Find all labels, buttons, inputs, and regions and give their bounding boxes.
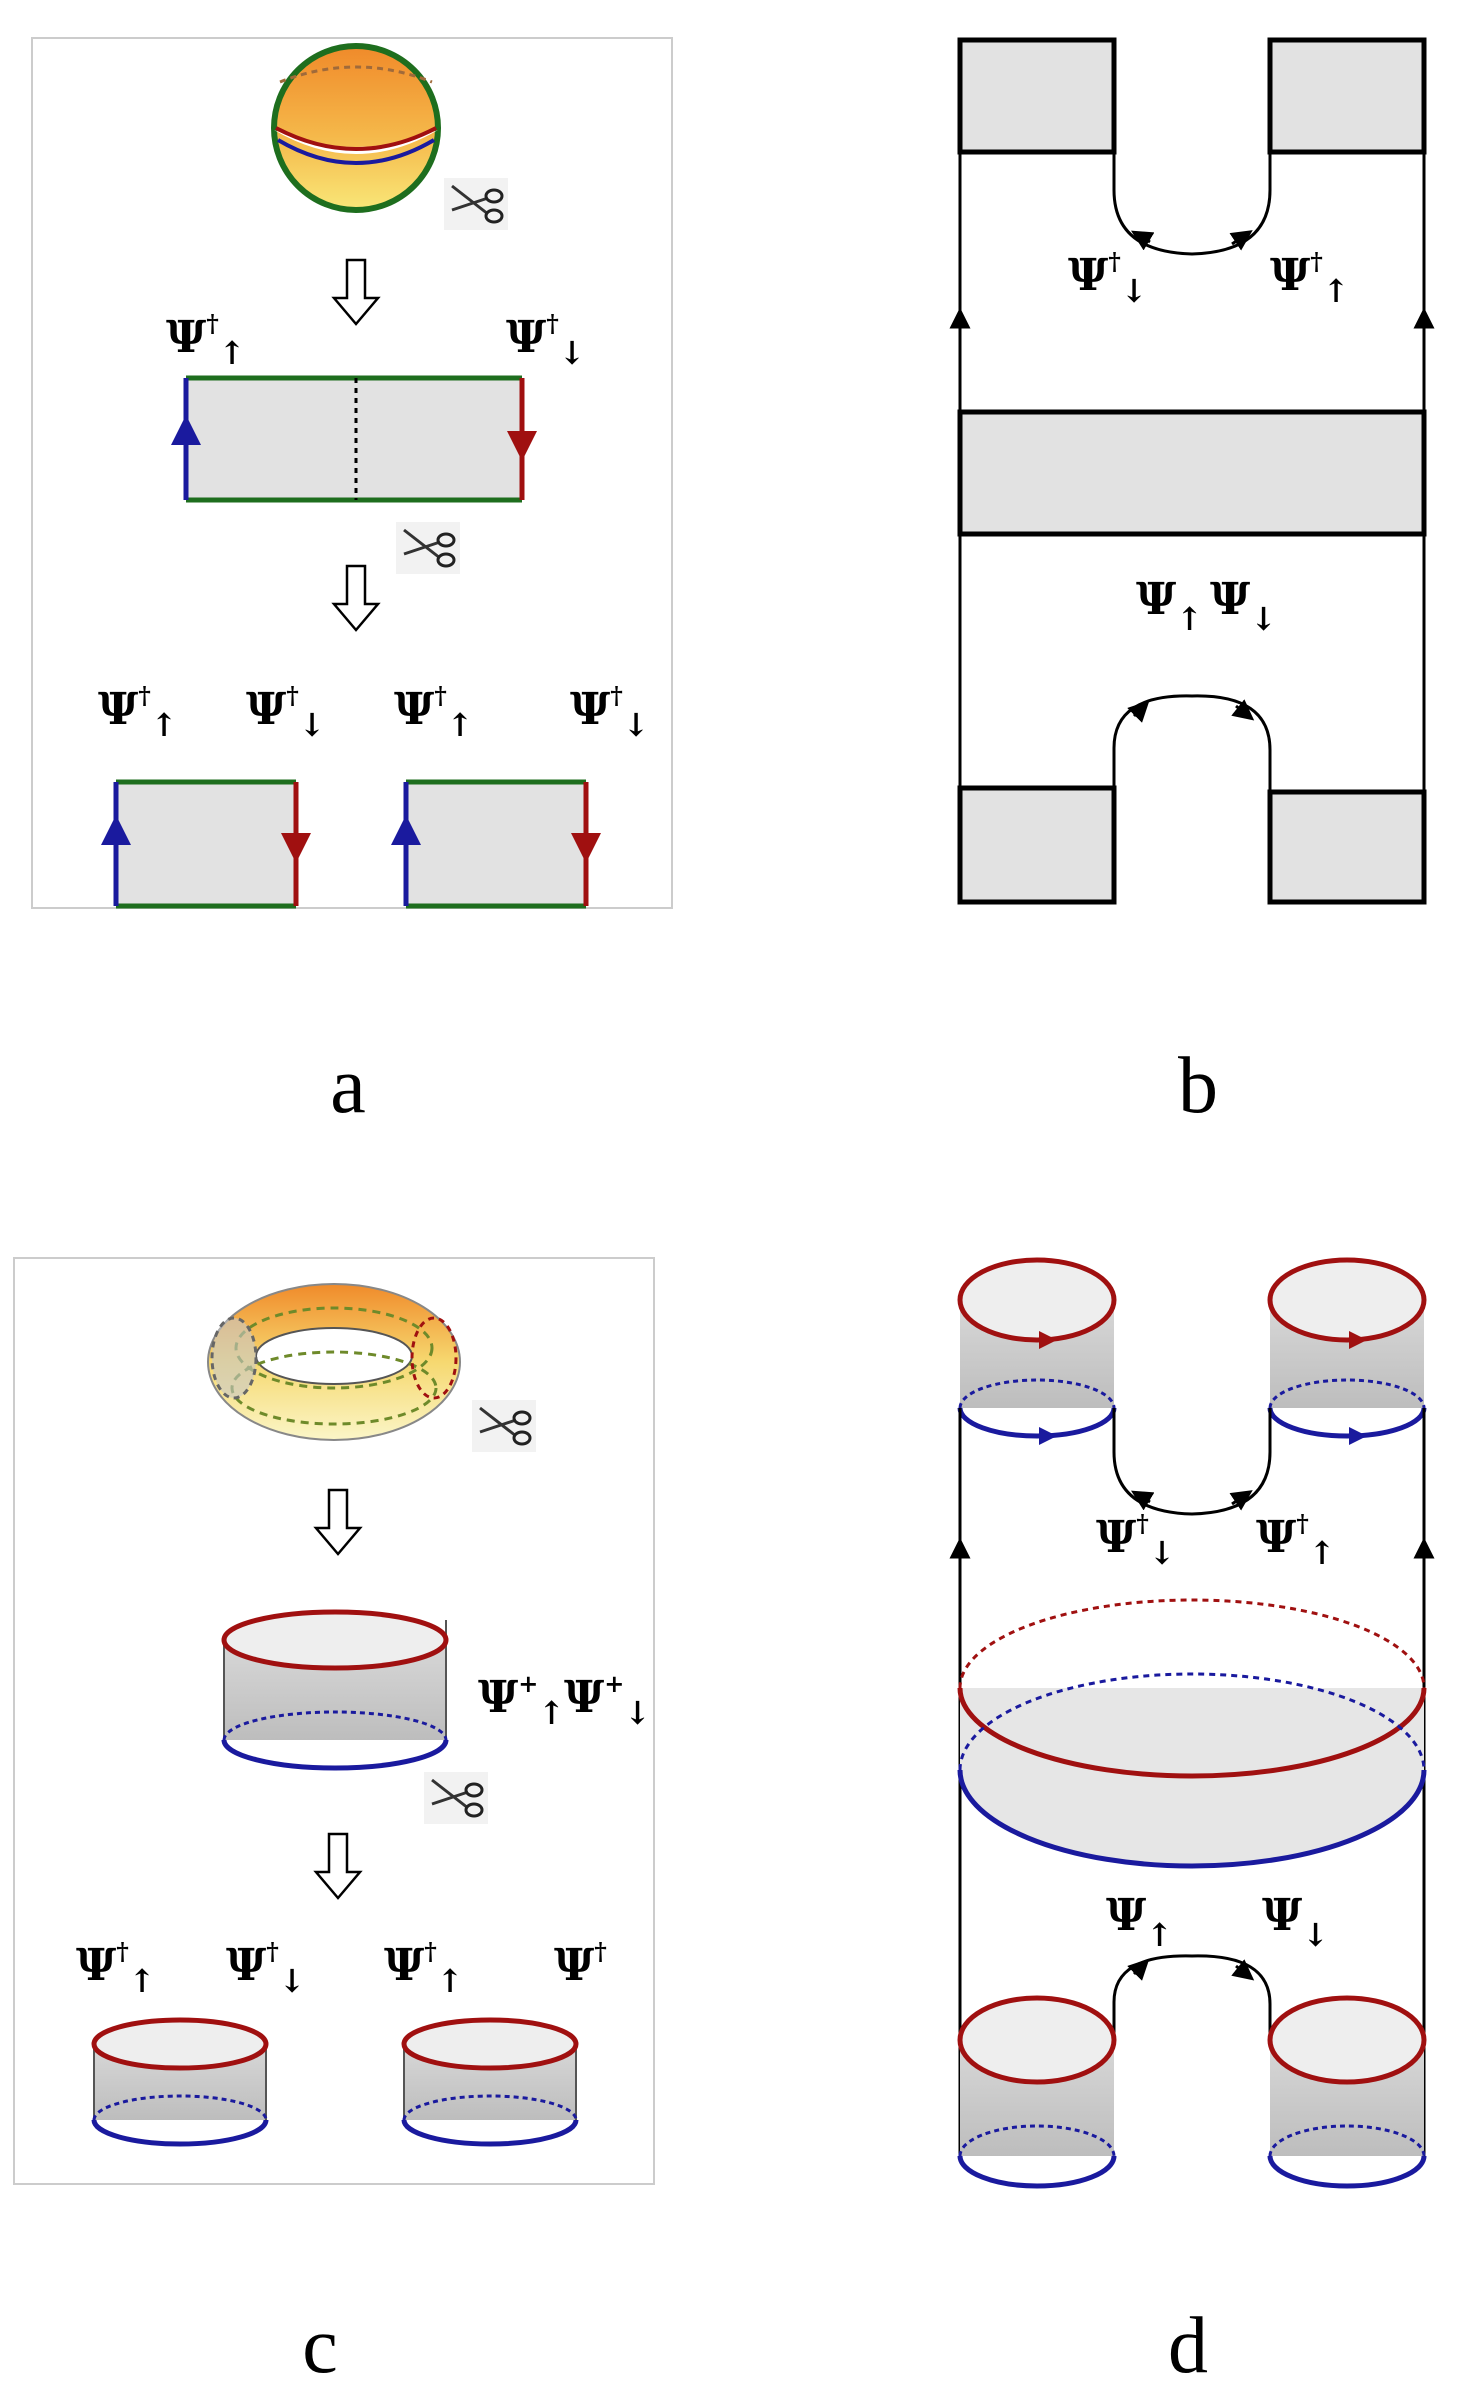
strip-piece-left <box>101 779 311 909</box>
label-psi: Ψ†↑ <box>98 681 178 744</box>
label-psi: Ψ† <box>554 1937 607 1991</box>
block-bottom-right <box>1267 789 1427 905</box>
label-psi: Ψ†↓ <box>1068 247 1148 310</box>
panel-letter-b: b <box>1178 1042 1218 1130</box>
panel-letter-c: c <box>302 2302 338 2390</box>
block-bottom-left <box>957 785 1117 905</box>
label-psi: Ψ†↑ <box>166 309 246 372</box>
panel-letter-d: d <box>1168 2302 1208 2390</box>
sphere <box>271 43 441 213</box>
label-psi: Ψ†↓ <box>1096 1509 1176 1572</box>
label-psi: Ψ+↑ <box>478 1669 565 1732</box>
label-psi: Ψ†↑ <box>394 681 474 744</box>
label-psi: Ψ†↓ <box>226 1937 306 2000</box>
label-psi: Ψ+↓ <box>564 1669 651 1732</box>
label-psi: Ψ↑ <box>1106 1890 1173 1954</box>
block-middle <box>957 409 1427 537</box>
cylinder-piece-right <box>401 2017 579 2147</box>
block-top-right <box>1267 37 1427 155</box>
panel-c: Ψ+↑ Ψ+↓ Ψ†↑ Ψ†↓ Ψ†↑ Ψ† c <box>13 1257 655 2390</box>
label-psi: Ψ↑ <box>1136 574 1203 638</box>
label-psi: Ψ†↓ <box>246 681 326 744</box>
panel-letter-a: a <box>330 1042 366 1130</box>
scissors-icon <box>470 1398 538 1454</box>
cylinder-bottom-right <box>1267 1995 1427 2189</box>
cylinder-bottom-left <box>957 1995 1117 2189</box>
panel-a: Ψ†↑ Ψ†↓ Ψ†↑ Ψ†↓ Ψ†↑ Ψ†↓ a <box>31 37 673 1130</box>
torus <box>207 1283 461 1441</box>
label-psi: Ψ†↑ <box>1256 1509 1336 1572</box>
label-psi: Ψ†↓ <box>570 681 650 744</box>
label-psi: Ψ↓ <box>1262 1890 1329 1954</box>
scissors-icon <box>442 176 510 232</box>
cylinder-top-right <box>1267 1257 1427 1445</box>
cylinder-middle <box>957 1598 1427 1869</box>
panel-b: Ψ†↓ Ψ†↑ Ψ↑ Ψ↓ b <box>949 37 1435 1130</box>
scissors-icon <box>394 520 462 576</box>
label-psi: Ψ†↓ <box>506 309 586 372</box>
strip-piece-right <box>391 779 601 909</box>
cylinder <box>221 1609 449 1771</box>
strip <box>171 375 537 503</box>
label-psi: Ψ†↑ <box>1270 247 1350 310</box>
cylinder-top-left <box>957 1257 1117 1445</box>
block-top-left <box>957 37 1117 155</box>
label-psi: Ψ↓ <box>1210 574 1277 638</box>
cylinder-piece-left <box>91 2017 269 2147</box>
label-psi: Ψ†↑ <box>384 1937 464 2000</box>
label-psi: Ψ†↑ <box>76 1937 156 2000</box>
panel-d: Ψ†↓ Ψ†↑ Ψ↑ Ψ↓ d <box>949 1257 1435 2390</box>
scissors-icon <box>422 1770 490 1826</box>
